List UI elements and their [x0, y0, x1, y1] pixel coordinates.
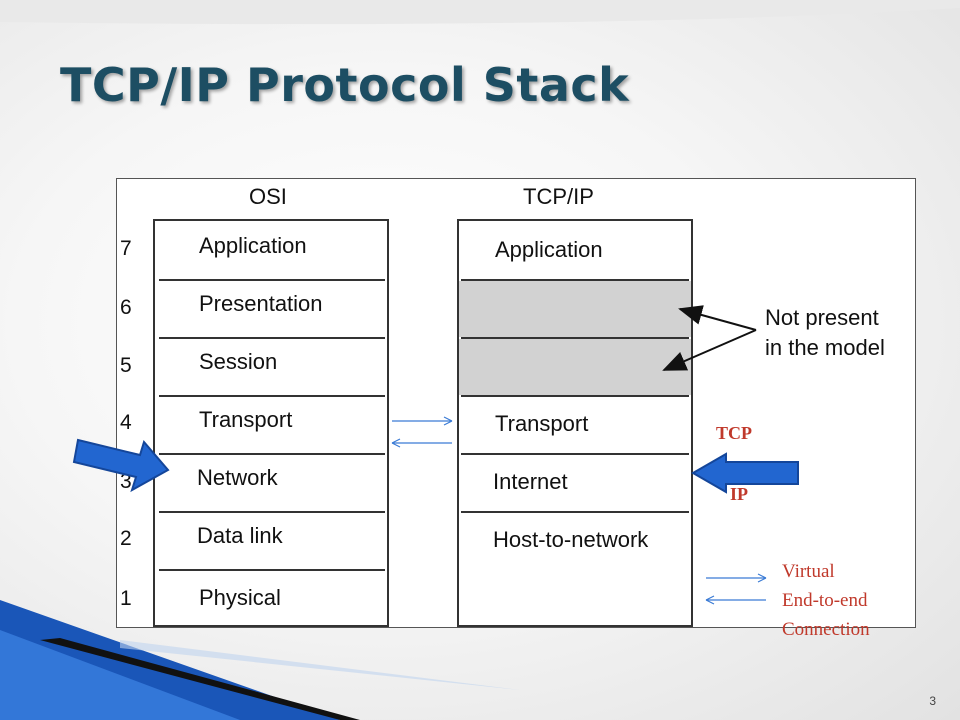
tcpip-stack: Application Transport Internet Host-to-n… — [457, 219, 693, 627]
bottom-decoration — [120, 640, 520, 690]
layer-number: 3 — [120, 470, 132, 493]
tcpip-header: TCP/IP — [523, 184, 594, 209]
osi-layer: Transport — [199, 407, 293, 432]
legend-line: Connection — [782, 619, 870, 640]
tcpip-layer: Internet — [493, 469, 568, 494]
layer-divider — [159, 279, 385, 281]
osi-layer: Application — [199, 233, 307, 258]
legend-line: Virtual — [782, 561, 835, 582]
osi-layer: Presentation — [199, 291, 323, 316]
tcp-label: TCP — [716, 423, 752, 443]
layer-divider — [159, 337, 385, 339]
connection-legend: Virtual End-to-end Connection — [782, 557, 870, 644]
layer-divider — [461, 337, 689, 339]
note-line: in the model — [765, 335, 885, 360]
page-number: 3 — [929, 694, 936, 708]
tcpip-layer: Host-to-network — [493, 527, 649, 552]
layer-number: 5 — [120, 354, 132, 377]
osi-stack: Application Presentation Session Transpo… — [153, 219, 389, 627]
tcpip-layer — [459, 569, 691, 627]
layer-divider — [461, 395, 689, 397]
not-present-note: Not present in the model — [765, 303, 885, 363]
ip-label: IP — [730, 484, 748, 504]
layer-number: 4 — [120, 411, 132, 434]
osi-layer: Data link — [197, 523, 283, 548]
layer-number: 1 — [120, 587, 132, 610]
top-decoration — [0, 0, 960, 25]
tcpip-layer: Application — [495, 237, 603, 262]
protocol-stack-figure: OSI TCP/IP 7 6 5 4 3 2 1 Application Pre… — [116, 178, 916, 628]
osi-layer: Session — [199, 349, 278, 374]
osi-layer: Physical — [199, 585, 281, 610]
osi-header: OSI — [249, 184, 287, 209]
layer-divider — [159, 511, 385, 513]
layer-number: 2 — [120, 527, 132, 550]
layer-divider — [159, 395, 385, 397]
layer-divider — [461, 453, 689, 455]
legend-line: End-to-end — [782, 590, 868, 611]
layer-divider — [461, 279, 689, 281]
layer-divider — [159, 569, 385, 571]
layer-divider — [159, 453, 385, 455]
bottom-decoration — [40, 638, 360, 720]
osi-layer: Network — [197, 465, 278, 490]
bottom-decoration — [0, 630, 240, 720]
layer-divider — [461, 511, 689, 513]
layer-number: 6 — [120, 296, 132, 319]
slide-title: TCP/IP Protocol Stack — [60, 58, 630, 112]
tcpip-layer: Transport — [495, 411, 589, 436]
note-line: Not present — [765, 305, 879, 330]
layer-number: 7 — [120, 237, 132, 260]
tcpip-layer-absent — [459, 339, 691, 395]
tcpip-layer-absent — [459, 281, 691, 337]
